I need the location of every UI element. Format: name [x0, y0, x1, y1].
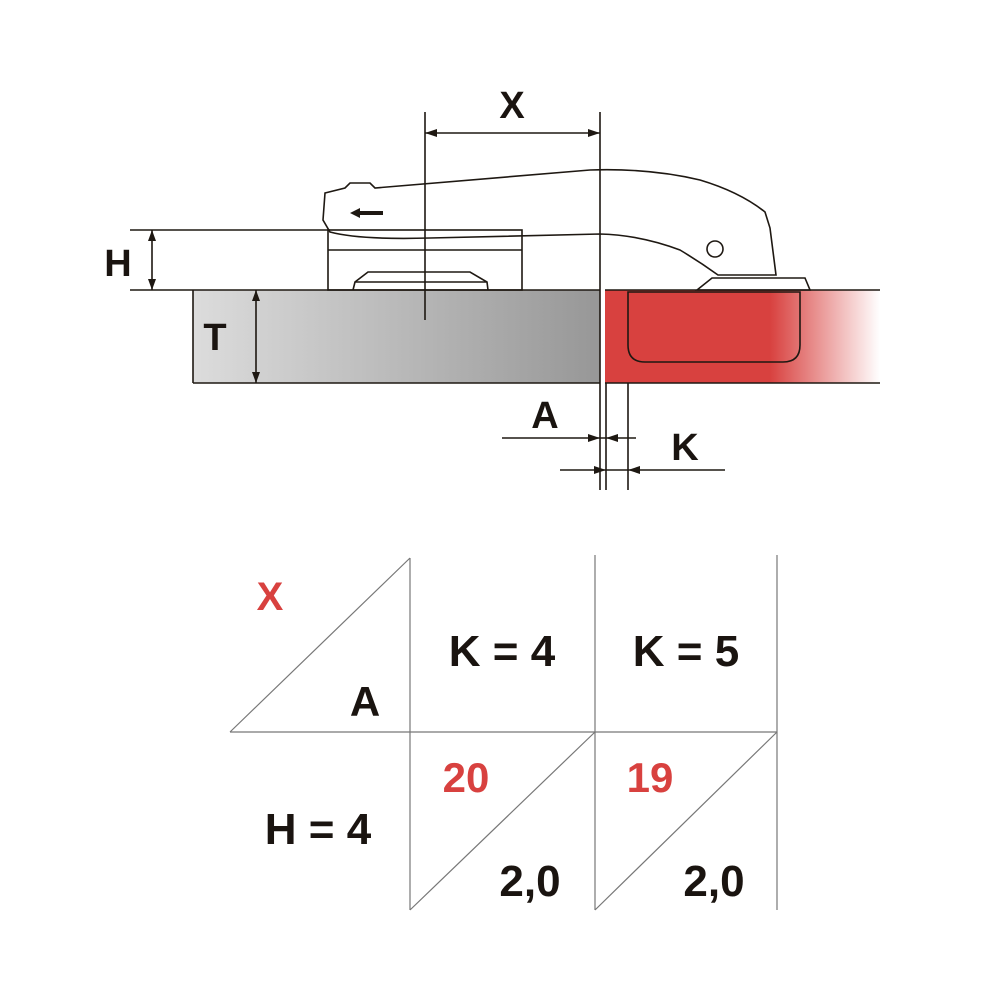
- corner-a-label: A: [350, 678, 380, 725]
- label-a: A: [531, 395, 558, 437]
- arrow-left-icon: [350, 208, 383, 218]
- cup-flange: [694, 277, 812, 291]
- hinge-cup: [627, 291, 801, 363]
- cell-x-value: 20: [443, 754, 490, 801]
- label-k: K: [671, 427, 699, 469]
- corner-x-label: X: [257, 575, 284, 619]
- hinge-arm: [322, 168, 777, 276]
- label-h: H: [104, 243, 131, 285]
- column-header: K = 4: [449, 627, 556, 676]
- door-panel: [605, 290, 880, 383]
- spec-table: X A K = 4 K = 5 H = 4 20 19 2,0 2,0: [229, 555, 778, 911]
- cell-a-value: 2,0: [683, 857, 744, 906]
- cell-a-value: 2,0: [499, 857, 560, 906]
- column-header: K = 5: [633, 627, 739, 676]
- label-t: T: [203, 317, 226, 359]
- hinge-pivot: [706, 240, 724, 258]
- row-header: H = 4: [265, 805, 372, 854]
- cabinet-panel: [193, 290, 600, 383]
- cell-x-value: 19: [627, 754, 674, 801]
- label-x: X: [499, 85, 525, 127]
